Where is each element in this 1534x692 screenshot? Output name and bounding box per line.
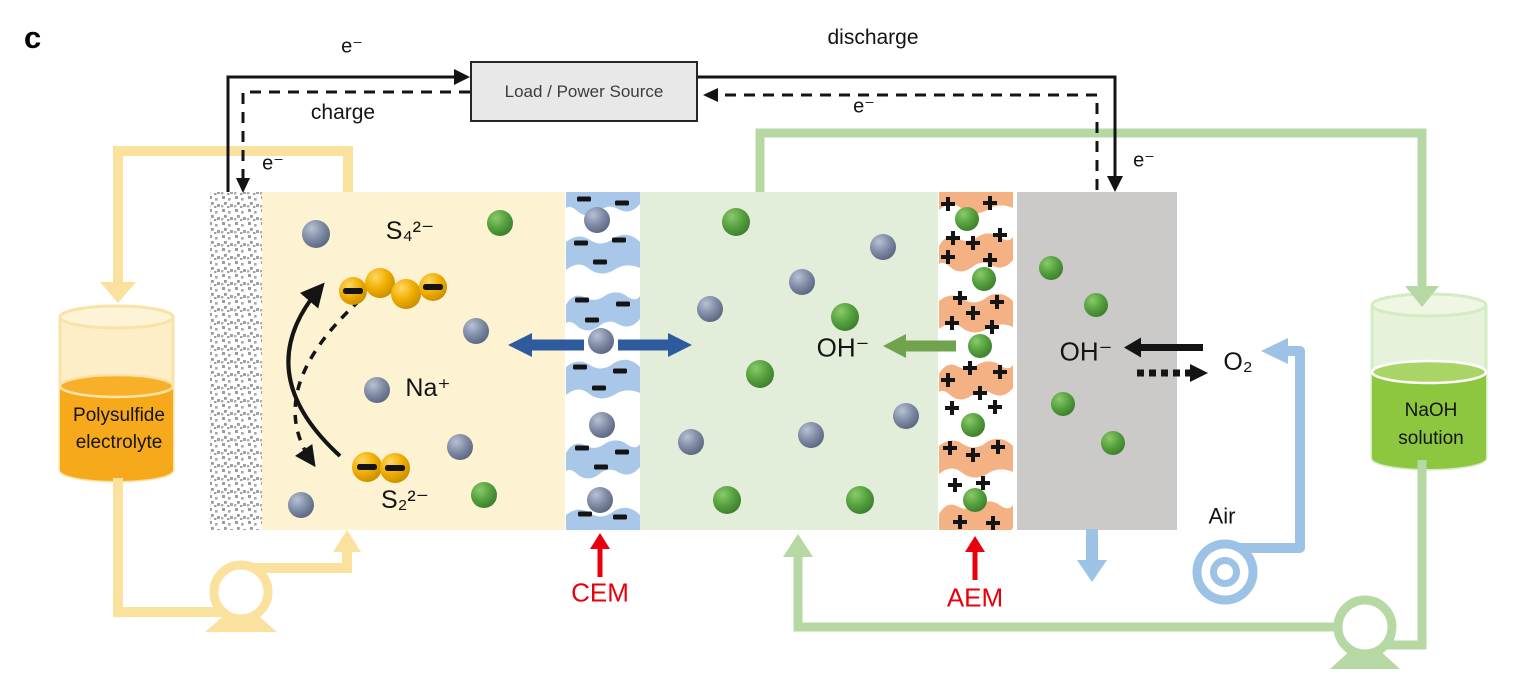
air-cathode-compartment <box>1017 192 1177 530</box>
sodium-ion-sphere <box>798 422 824 448</box>
naoh-pipe-loop <box>755 128 1439 650</box>
polysulfide-tank-label-line2: electrolyte <box>75 432 163 454</box>
carbon-felt-electrode <box>210 192 262 530</box>
hydroxide-transport-arrow <box>883 334 956 358</box>
hydroxide-ion-sphere <box>1084 293 1108 317</box>
hydroxide-ion-sphere <box>487 210 513 236</box>
sodium-ion-sphere <box>697 296 723 322</box>
electron-label-discharge-left: e⁻ <box>341 35 363 58</box>
sodium-ion-sphere <box>288 492 314 518</box>
sulfur-negative-charge-mark <box>343 288 363 294</box>
charge-wire <box>236 88 1099 193</box>
sodium-ion-sphere <box>463 318 489 344</box>
hydroxide-ion-sphere <box>1051 392 1075 416</box>
sodium-ion-sphere <box>584 207 610 233</box>
air-pipe-arrow <box>1261 338 1288 364</box>
discharge-wire <box>226 69 1123 192</box>
load-power-source-box: Load / Power Source <box>470 61 698 122</box>
cem-label: CEM <box>571 577 629 608</box>
naoh-tank-label-line1: NaOH <box>1404 400 1458 422</box>
cell-stack <box>210 192 1177 530</box>
oh-label-air-cathode: OH⁻ <box>1059 336 1113 367</box>
sodium-ion-sphere <box>678 429 704 455</box>
air-label: Air <box>1208 503 1236 529</box>
sodium-ion-sphere <box>893 403 919 429</box>
hydroxide-ion-sphere <box>722 208 750 236</box>
o2-evolution-dotted-arrow <box>1137 364 1208 382</box>
sulfur-redox-arc-dashed <box>293 298 362 468</box>
load-power-source-label: Load / Power Source <box>504 81 664 101</box>
sodium-ion-sphere <box>870 234 896 260</box>
naoh-tank-label-line2: solution <box>1398 428 1464 450</box>
electron-label-charge-right: e⁻ <box>853 95 875 118</box>
hydroxide-ion-sphere <box>831 303 859 331</box>
polysulfide-pipe-loop <box>100 146 361 617</box>
o2-label: O₂ <box>1223 347 1253 376</box>
hydroxide-ion-sphere <box>961 413 985 437</box>
sulfur-negative-charge-mark <box>423 284 443 290</box>
anolyte-compartment <box>262 192 565 530</box>
charge-label: charge <box>310 100 376 124</box>
polysulfide-pump-icon <box>205 560 277 632</box>
electron-label-discharge-right: e⁻ <box>1133 149 1155 172</box>
naoh-tank <box>1370 292 1488 471</box>
naoh-pump-icon <box>1330 595 1400 669</box>
o2-reduction-arrow <box>1124 337 1203 358</box>
cem-pointer-arrow <box>590 533 610 577</box>
electron-label-charge-left: e⁻ <box>262 152 284 175</box>
pipe-arrow-into-anolyte <box>333 530 361 552</box>
sodium-ion-sphere <box>588 328 614 354</box>
s2-species-label: S₂²⁻ <box>381 485 429 514</box>
ion-spheres-layer <box>288 207 1125 518</box>
cation-double-arrow <box>508 333 692 357</box>
sodium-ion-sphere <box>587 487 613 513</box>
polysulfide-tank-label-line1: Polysulfide <box>73 405 165 427</box>
aem-pointer-arrow <box>965 536 985 580</box>
hydroxide-ion-sphere <box>1039 256 1063 280</box>
pipe-arrow-into-naoh-tank <box>1405 286 1439 307</box>
aem-label: AEM <box>946 582 1004 613</box>
sodium-ion-sphere <box>447 434 473 460</box>
hydroxide-ion-sphere <box>968 334 992 358</box>
pipe-arrow-into-polysulfide-tank <box>100 282 136 303</box>
hydroxide-ion-sphere <box>846 486 874 514</box>
sulfur-sphere <box>365 268 395 298</box>
discharge-label: discharge <box>827 25 919 49</box>
sulfur-sphere <box>391 279 421 309</box>
na-species-label: Na⁺ <box>405 373 451 402</box>
sodium-ion-sphere <box>302 220 330 248</box>
panel-label: c <box>24 20 42 55</box>
hydroxide-ion-sphere <box>713 486 741 514</box>
air-outlet-arrow <box>1077 560 1107 582</box>
hydroxide-ion-sphere <box>1101 431 1125 455</box>
sulfur-negative-charge-mark <box>385 465 405 471</box>
hydroxide-ion-sphere <box>746 360 774 388</box>
hydroxide-ion-sphere <box>963 488 987 512</box>
pipe-arrow-into-middle-compartment <box>783 534 813 557</box>
hydroxide-ion-sphere <box>471 482 497 508</box>
polysulfide-tank <box>58 304 175 483</box>
sulfur-negative-charge-mark <box>357 464 377 470</box>
sulfur-redox-arc-solid <box>286 282 342 458</box>
s4-species-label: S₄²⁻ <box>385 216 435 245</box>
oh-label-middle: OH⁻ <box>816 332 870 363</box>
air-pipe <box>1077 338 1305 582</box>
air-blower-icon <box>1192 539 1258 605</box>
hydroxide-ion-sphere <box>972 267 996 291</box>
hydroxide-ion-sphere <box>955 207 979 231</box>
sodium-ion-sphere <box>789 269 815 295</box>
sodium-ion-sphere <box>364 377 390 403</box>
sodium-ion-sphere <box>589 412 615 438</box>
